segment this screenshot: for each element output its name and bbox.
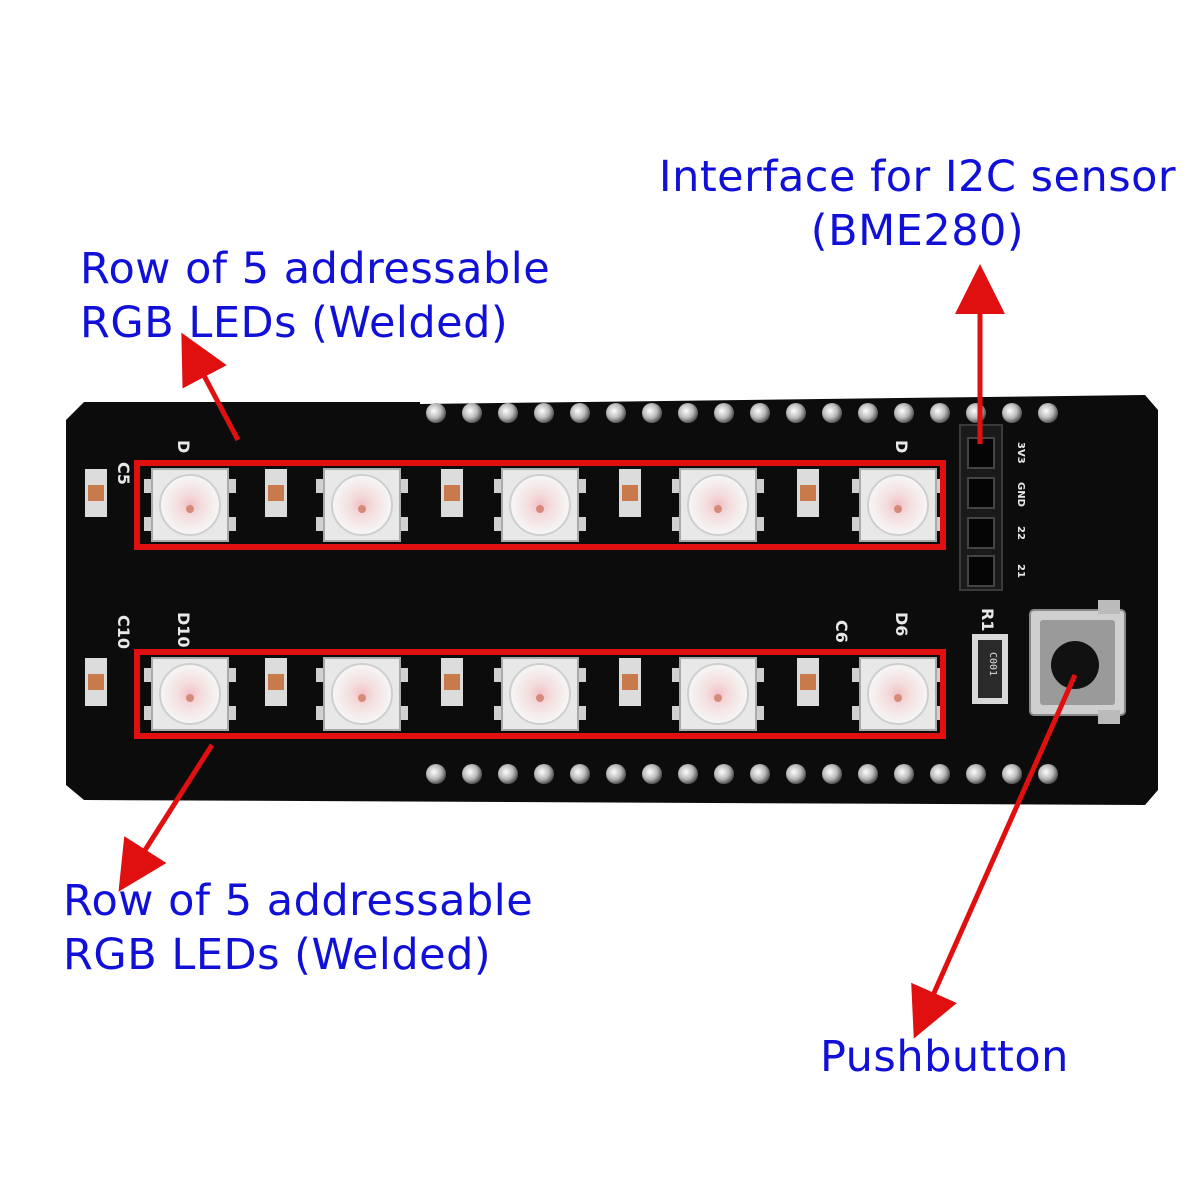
rgb-led — [852, 657, 944, 731]
header-pin — [678, 403, 698, 423]
header-pin — [462, 403, 482, 423]
pin-label-gnd: GND — [1015, 482, 1026, 507]
pin-label-21: 21 — [1015, 564, 1026, 578]
capacitor — [797, 469, 819, 517]
header-pin — [570, 764, 590, 784]
silk-c5: C5 — [114, 462, 133, 485]
header-pin — [642, 764, 662, 784]
silk-r1: R1 — [978, 608, 997, 631]
header-pin — [714, 764, 734, 784]
arrow-to-bottom-row-label — [118, 743, 215, 892]
header-pin — [1002, 764, 1022, 784]
rgb-led — [494, 468, 586, 542]
header-pin — [1038, 403, 1058, 423]
header-pin — [930, 403, 950, 423]
header-pin — [786, 764, 806, 784]
header-pin — [606, 764, 626, 784]
header-pin — [426, 403, 446, 423]
header-pin — [570, 403, 590, 423]
header-pin — [966, 403, 986, 423]
silk-d-top-left: D — [174, 440, 193, 453]
header-pins-bottom — [426, 764, 1058, 784]
bottom-led-row-highlight — [134, 649, 946, 739]
i2c-interface-label: Interface for I2C sensor (BME280) — [645, 150, 1190, 258]
header-pin — [606, 403, 626, 423]
header-pin — [786, 403, 806, 423]
rgb-led — [494, 657, 586, 731]
header-pin — [858, 403, 878, 423]
rgb-led — [852, 468, 944, 542]
header-pin — [426, 764, 446, 784]
capacitor — [797, 658, 819, 706]
pin-label-3v3: 3V3 — [1015, 442, 1026, 464]
header-pin — [894, 403, 914, 423]
rgb-led — [144, 657, 236, 731]
bottom-row-label-line2: RGB LEDs (Welded) — [63, 930, 492, 980]
header-pin — [642, 403, 662, 423]
capacitor — [85, 658, 107, 706]
i2c-label-line1: Interface for I2C sensor — [658, 152, 1177, 202]
header-pin — [498, 403, 518, 423]
capacitor — [441, 658, 463, 706]
resistor-code: C001 — [987, 652, 998, 676]
capacitor — [265, 658, 287, 706]
silk-d-top-right: D — [892, 440, 911, 453]
header-pin — [1038, 764, 1058, 784]
header-pin — [966, 764, 986, 784]
header-pin — [498, 764, 518, 784]
capacitor — [441, 469, 463, 517]
header-pins-top — [426, 403, 1058, 423]
pushbutton-switch — [1029, 600, 1126, 724]
capacitor — [619, 469, 641, 517]
i2c-header-connector — [959, 424, 1003, 591]
header-pin — [714, 403, 734, 423]
silk-c6: C6 — [832, 620, 851, 643]
header-pin — [822, 764, 842, 784]
rgb-led — [672, 468, 764, 542]
silk-d6: D6 — [892, 612, 911, 636]
header-pin — [462, 764, 482, 784]
rgb-led — [144, 468, 236, 542]
silk-d10: D10 — [174, 612, 193, 648]
capacitor — [265, 469, 287, 517]
header-pin — [750, 403, 770, 423]
arrow-to-top-row-label — [181, 332, 241, 442]
silk-c10: C10 — [114, 615, 133, 649]
rgb-led — [316, 468, 408, 542]
header-pin — [534, 403, 554, 423]
top-led-row-highlight — [134, 460, 946, 550]
header-pin — [1002, 403, 1022, 423]
leds-and-capacitors — [85, 468, 944, 731]
pushbutton-label: Pushbutton — [820, 1032, 1069, 1082]
header-pin — [894, 764, 914, 784]
rgb-led — [672, 657, 764, 731]
header-pin — [930, 764, 950, 784]
header-pin — [534, 764, 554, 784]
header-pin — [822, 403, 842, 423]
header-pin — [858, 764, 878, 784]
bottom-led-row-label: Row of 5 addressable RGB LEDs (Welded) — [63, 874, 533, 982]
header-pin — [750, 764, 770, 784]
i2c-label-line2: (BME280) — [810, 206, 1025, 256]
arrow-to-pushbutton-label — [911, 673, 1078, 1039]
pin-label-22: 22 — [1015, 526, 1026, 540]
resistor-r1: C001 — [972, 634, 1008, 704]
top-row-label-line2: RGB LEDs (Welded) — [80, 298, 509, 348]
capacitor — [619, 658, 641, 706]
rgb-led — [316, 657, 408, 731]
capacitor — [85, 469, 107, 517]
top-row-label-line1: Row of 5 addressable — [80, 244, 551, 294]
header-pin — [678, 764, 698, 784]
top-led-row-label: Row of 5 addressable RGB LEDs (Welded) — [80, 242, 550, 350]
